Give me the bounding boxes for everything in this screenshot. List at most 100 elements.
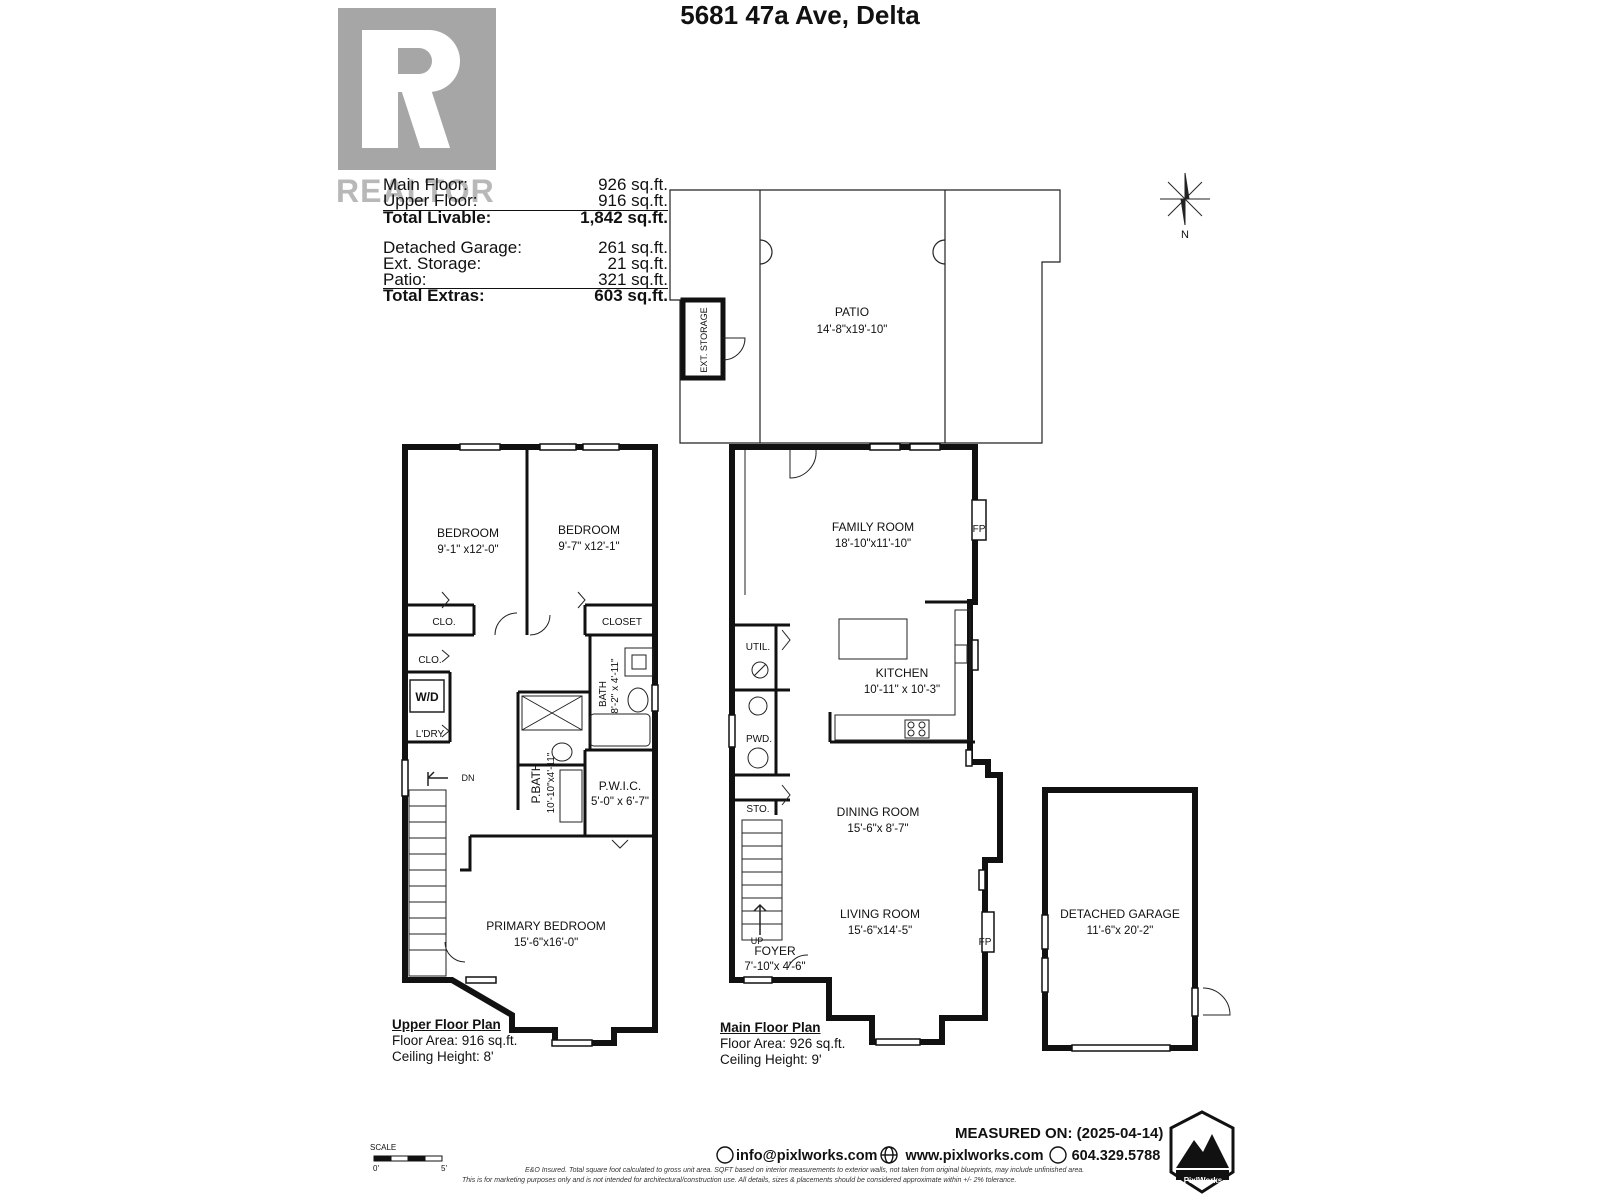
upper-floor-area: Floor Area: 916 sq.ft.: [392, 1033, 518, 1048]
stair-treads: [742, 832, 782, 925]
shower-icon: [521, 695, 583, 731]
area-row-storage: Ext. Storage:21 sq.ft.: [383, 254, 668, 273]
window: [743, 976, 773, 984]
window: [978, 869, 986, 891]
area-row-main: Main Floor:926 sq.ft.: [383, 175, 668, 194]
room-label-storage: STO.: [746, 804, 769, 815]
door-swing: [577, 591, 586, 609]
area-row-garage: Detached Garage:261 sq.ft.: [383, 238, 668, 257]
window: [551, 1039, 593, 1047]
window: [869, 443, 901, 451]
room-label-primary-bedroom: PRIMARY BEDROOM: [486, 919, 606, 933]
door-swing: [441, 649, 450, 663]
stair-direction-label: DN: [462, 773, 475, 783]
door-swing: [781, 784, 791, 806]
area-row-total-livable: Total Livable:1,842 sq.ft.: [383, 208, 668, 227]
room-dim-foyer: 7'-10"x 4'-6": [744, 961, 805, 973]
main-floor-caption: Main Floor Plan Floor Area: 926 sq.ft. C…: [720, 1020, 845, 1068]
room-label-living-room: LIVING ROOM: [840, 907, 920, 921]
stair-run: [741, 819, 783, 941]
fireplace: [981, 911, 995, 953]
logo-wordmark: PixlWorks: [1183, 1176, 1223, 1185]
toilet-icon: [551, 742, 573, 762]
door-swing: [789, 449, 817, 479]
main-floor-area: Floor Area: 926 sq.ft.: [720, 1036, 846, 1051]
room-label-family-room: FAMILY ROOM: [832, 520, 914, 534]
phone-icon: [1049, 1146, 1067, 1164]
divider: [383, 210, 668, 211]
window: [1191, 987, 1199, 1017]
compass-icon: [1160, 172, 1210, 226]
patio-bump: [759, 239, 773, 265]
room-dim-bedroom: 9'-7" x12'-1": [558, 541, 619, 553]
room-dim-patio: 14'-8"x19'-10": [817, 324, 888, 336]
fireplace: [971, 499, 987, 541]
stove-icon: [904, 719, 930, 739]
upper-wall: [460, 690, 655, 872]
room-label-ext-storage: EXT. STORAGE: [699, 307, 709, 372]
area-row-total-extras: Total Extras:603 sq.ft.: [383, 286, 668, 305]
stair-arrow: [753, 903, 767, 935]
divider: [383, 288, 668, 289]
door-swing: [781, 629, 791, 651]
bathtub-icon: [589, 713, 651, 747]
patio-outline: [669, 189, 1061, 444]
door-swing: [722, 337, 746, 361]
website-link[interactable]: www.pixlworks.com: [905, 1148, 1044, 1164]
kitchen-counter: [834, 609, 971, 741]
stair-treads: [409, 805, 446, 951]
scale-end: 5': [441, 1164, 447, 1173]
window: [971, 639, 979, 671]
room-dim-dining-room: 15'-6"x 8'-7": [847, 823, 908, 835]
room-label-bedroom: BEDROOM: [558, 523, 620, 537]
room-dim-pwic: 5'-0" x 6'-7": [591, 796, 649, 808]
main-wall: [828, 600, 975, 744]
upper-outer-wall: [402, 444, 658, 1046]
room-label-primary-bath: P.BATH: [529, 763, 543, 804]
room-dim-living-room: 15'-6"x14'-5": [848, 925, 912, 937]
email-link[interactable]: info@pixlworks.com: [736, 1148, 878, 1164]
room-label-bedroom: BEDROOM: [437, 526, 499, 540]
room-label-laundry: L'DRY: [416, 729, 445, 740]
room-label-closet: CLOSET: [602, 617, 642, 628]
door-swing: [787, 954, 809, 969]
room-dim-primary-bath: 10'-10"x4'-11": [546, 752, 557, 813]
room-label-kitchen: KITCHEN: [876, 666, 929, 680]
window: [909, 443, 941, 451]
room-label-foyer: FOYER: [754, 944, 796, 958]
area-row-patio: Patio:321 sq.ft.: [383, 270, 668, 289]
window: [465, 976, 497, 984]
ext-storage-wall: [680, 297, 726, 381]
room-label-pwic: P.W.I.C.: [599, 779, 641, 793]
upper-floor-caption: Upper Floor Plan Floor Area: 916 sq.ft. …: [392, 1017, 517, 1065]
door-swing: [611, 839, 629, 849]
measured-date: MEASURED ON: (2025-04-14): [955, 1125, 1164, 1142]
page-title: 5681 47a Ave, Delta: [680, 0, 920, 30]
door-swing: [1202, 987, 1231, 1016]
main-floor-ceiling: Ceiling Height: 9': [720, 1052, 822, 1067]
sink-icon: [748, 696, 768, 716]
window: [965, 749, 973, 767]
sink-icon: [631, 654, 647, 670]
stair-arrow: [427, 771, 448, 786]
utility-icon: [751, 661, 769, 679]
door-swing: [441, 591, 450, 609]
stair-run: [408, 789, 447, 977]
fireplace-label: FP: [979, 937, 992, 948]
room-label-closet: CLO.: [418, 655, 441, 666]
door-swing: [441, 724, 450, 738]
door-swing: [494, 612, 518, 636]
window: [459, 443, 501, 451]
room-label-dining-room: DINING ROOM: [837, 805, 920, 819]
washer-dryer: [409, 679, 445, 713]
realtor-logo: [338, 8, 496, 170]
compass-label: N: [1181, 229, 1189, 241]
room-dim-bath: 8'-2" x 4'-11": [610, 658, 621, 714]
window: [582, 443, 620, 451]
disclaimer: This is for marketing purposes only and …: [462, 1177, 1017, 1184]
phone-number[interactable]: 604.329.5788: [1071, 1148, 1161, 1164]
door-swing: [529, 614, 551, 636]
room-label-powder: PWD.: [746, 734, 772, 745]
room-label-garage: DETACHED GARAGE: [1060, 907, 1180, 921]
